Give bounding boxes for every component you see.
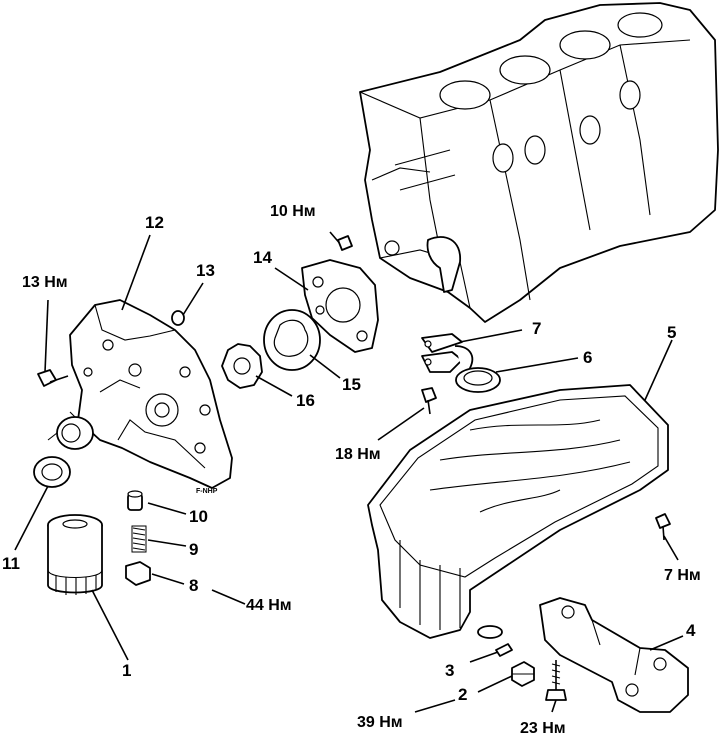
relief-plunger: [127, 490, 143, 511]
torque-pump-bolt: 13 Нм: [22, 274, 68, 291]
relief-spring: [131, 525, 147, 553]
callout-4: 4: [686, 621, 696, 640]
callout-14: 14: [253, 248, 272, 267]
torque-pan-bolt: 7 Нм: [664, 567, 701, 584]
callout-3: 3: [445, 661, 454, 680]
callout-2: 2: [458, 685, 467, 704]
oil-filter: [47, 514, 103, 595]
pump-bolt: [37, 299, 69, 387]
drain-plug: [511, 661, 535, 687]
bracket: [539, 597, 689, 713]
pump-gasket: [301, 259, 379, 353]
top-bolt: [329, 231, 353, 251]
engine-block: [359, 2, 719, 323]
callout-11: 11: [2, 554, 20, 573]
torque-relief-plug: 44 Нм: [246, 597, 292, 614]
callout-13: 13: [196, 261, 215, 280]
torque-labels: 13 Нм 10 Нм 44 Нм 18 Нм 7 Нм 39 Нм 23 Нм: [22, 203, 701, 737]
torque-pickup-bolt: 18 Нм: [335, 446, 381, 463]
stamp-label: F-NHP: [196, 488, 218, 495]
callout-8: 8: [189, 576, 198, 595]
pan-bolt: [655, 513, 671, 541]
callout-6: 6: [583, 348, 592, 367]
torque-top-bolt: 10 Нм: [270, 203, 316, 220]
oil-pan: [367, 384, 669, 639]
torque-bracket-bolt: 23 Нм: [520, 720, 566, 737]
callout-labels: 1 2 3 4 5 6 7 8 9 10 11 12 13 14 15 16: [2, 213, 696, 704]
callout-9: 9: [189, 540, 198, 559]
drain-washer: [495, 643, 513, 657]
inner-rotor: [221, 343, 263, 389]
oil-seal: [33, 456, 71, 488]
oil-pump-housing: F-NHP: [47, 299, 233, 495]
bracket-bolt: [545, 660, 567, 701]
callout-10: 10: [189, 507, 208, 526]
pickup-bolt: [421, 387, 437, 415]
outer-rotor: [263, 309, 321, 371]
o-ring-part: [171, 310, 185, 326]
callout-7: 7: [532, 319, 541, 338]
relief-plug: [125, 561, 151, 586]
leader-lines: [14, 234, 684, 713]
callout-12: 12: [145, 213, 164, 232]
callout-16: 16: [296, 391, 315, 410]
oil-pickup: [421, 333, 501, 393]
torque-drain-plug: 39 Нм: [357, 714, 403, 731]
callout-1: 1: [122, 661, 131, 680]
callout-15: 15: [342, 375, 361, 394]
callout-5: 5: [667, 323, 676, 342]
